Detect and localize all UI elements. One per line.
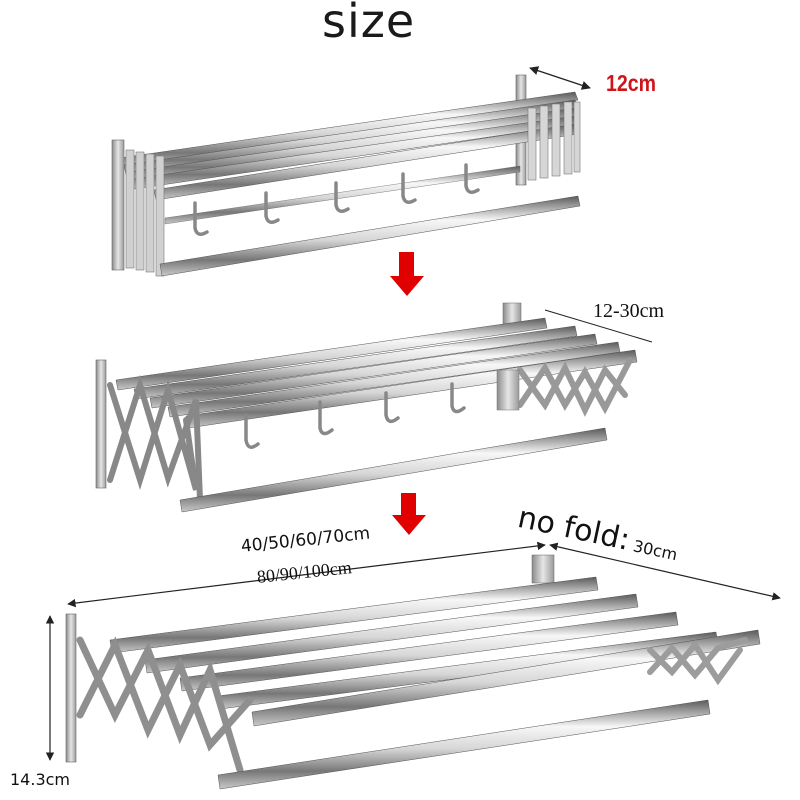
depth-dimension-line bbox=[549, 542, 781, 601]
rack-folded bbox=[111, 66, 591, 277]
down-arrow-icon bbox=[392, 493, 426, 535]
page-title: size bbox=[322, 0, 416, 48]
folded-depth-label: 12cm bbox=[606, 70, 657, 96]
height-label: 14.3cm bbox=[10, 770, 71, 789]
depth-dimension-line bbox=[544, 309, 653, 343]
no-fold-value: 30cm bbox=[631, 536, 680, 565]
half-extended-depth-label: 12-30cm bbox=[593, 300, 665, 322]
rack-half-extended bbox=[95, 302, 653, 513]
length-dimension-line bbox=[67, 541, 546, 608]
depth-dimension-line bbox=[529, 66, 591, 90]
rack-fully-extended bbox=[45, 541, 781, 790]
down-arrow-icon bbox=[390, 252, 424, 296]
